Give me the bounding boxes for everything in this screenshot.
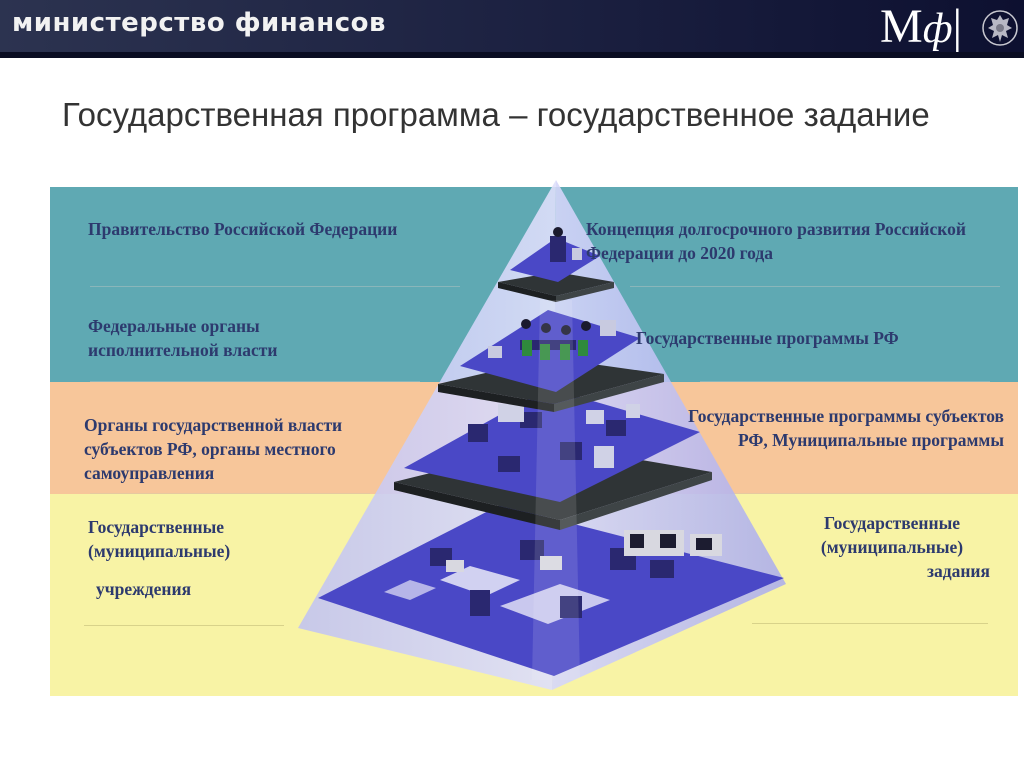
label-government: Правительство Российской Федерации <box>88 219 398 239</box>
label-regional-bodies: Органы государственной власти субъектов … <box>84 415 343 483</box>
slide-title: Государственная программа – государствен… <box>62 96 930 133</box>
header-stripe <box>0 52 1024 58</box>
logo-letter-phi: ф <box>922 6 953 52</box>
label-state-programs: Государственные программы РФ <box>636 328 899 348</box>
logo-bar: | <box>952 0 963 53</box>
divider-right-2 <box>700 381 990 382</box>
label-federal-bodies: Федеральные органы исполнительной власти <box>88 316 278 360</box>
ministry-logo: Мф| <box>880 2 962 54</box>
label-assignments-line3: задания <box>926 561 990 581</box>
double-headed-eagle-icon <box>982 10 1018 46</box>
label-assignments-line2: (муниципальные) <box>820 537 964 557</box>
label-institutions-line2: (муниципальные) <box>88 541 231 561</box>
slab-1 <box>498 272 614 296</box>
divider-left-2 <box>90 381 420 382</box>
label-institutions-line3: учреждения <box>96 579 192 599</box>
institutions-workstations <box>430 540 674 618</box>
label-assignments-line1: Государственные <box>823 513 961 533</box>
label-institutions-line1: Государственные <box>88 517 225 537</box>
ministry-name: министерство финансов <box>12 8 386 38</box>
divider-left-4 <box>84 625 284 626</box>
divider-right-4 <box>752 623 988 624</box>
label-concept: Концепция долгосрочного развития Российс… <box>586 219 966 263</box>
divider-left-3 <box>90 493 370 494</box>
label-regional-programs: Государственные программы субъектов РФ, … <box>688 406 1004 450</box>
divider-left-1 <box>90 286 460 287</box>
divider-right-3 <box>730 493 990 494</box>
header-bar: министерство финансов Мф| <box>0 0 1024 58</box>
regional-workstations <box>468 412 626 472</box>
logo-letter-m: М <box>880 0 923 53</box>
divider-right-1 <box>630 286 1000 287</box>
